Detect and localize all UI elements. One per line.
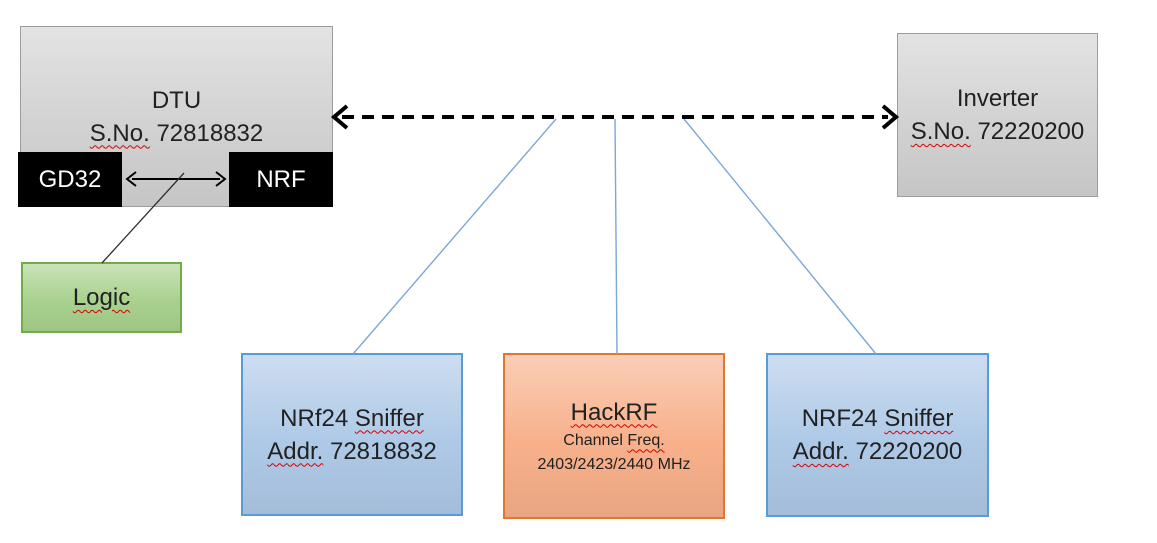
sniffer-left-box: NRf24 Sniffer Addr. 72818832	[241, 353, 463, 516]
dashed-arrowhead-right-icon	[881, 104, 900, 130]
inverter-serial-label: S.No.	[910, 118, 971, 145]
sniffer-right-name: NRF24 Sniffer	[802, 402, 954, 435]
logic-label: Logic	[72, 284, 131, 311]
sniffer-right-name-sq: Sniffer	[884, 405, 954, 432]
inverter-title: Inverter	[956, 85, 1039, 112]
logic-label-line: Logic	[73, 281, 130, 314]
dtu-serial-label: S.No.	[89, 119, 150, 147]
nrf-box: NRF	[229, 152, 333, 207]
hackrf-freq-plain: Channel	[563, 431, 628, 449]
inverter-serial: S.No. 72220200	[911, 115, 1084, 148]
gd32-label: GD32	[38, 166, 102, 193]
sniffer-right-addr: Addr. 72220200	[793, 435, 963, 468]
gd32-box: GD32	[18, 152, 122, 207]
hackrf-connector-line	[614, 118, 618, 355]
hackrf-title: HackRF	[570, 398, 658, 426]
sniffer-right-box: NRF24 Sniffer Addr. 72220200	[766, 353, 989, 517]
dtu-box: DTU S.No. 72818832	[20, 26, 333, 207]
sniffer-left-addr-label: Addr.	[267, 437, 324, 465]
sniffer-left-name-sq: Sniffer	[354, 404, 424, 432]
inverter-box: Inverter S.No. 72220200	[897, 33, 1098, 197]
sniffer-left-addr: Addr. 72818832	[267, 435, 437, 468]
hackrf-channels: 2403/2423/2440 MHz	[537, 455, 691, 473]
inverter-serial-number: 72220200	[970, 118, 1085, 145]
dashed-arrowhead-left-icon	[330, 104, 349, 130]
sniffer-left-addr-number: 72818832	[323, 437, 437, 465]
nrf-label: NRF	[256, 166, 306, 193]
sniffer-right-connector-line	[683, 118, 877, 355]
dtu-serial: S.No. 72818832	[90, 117, 263, 150]
sniffer-left-name: NRf24 Sniffer	[280, 402, 424, 435]
hackrf-box: HackRF Channel Freq. 2403/2423/2440 MHz	[503, 353, 725, 519]
sniffer-left-name-plain: NRf24	[280, 404, 355, 432]
sniffer-right-addr-label: Addr.	[792, 438, 849, 465]
sniffer-left-connector-line	[352, 118, 557, 355]
dtu-title: DTU	[151, 86, 202, 114]
sniffer-right-name-plain: NRF24	[801, 405, 885, 432]
hackrf-freq-sq: Freq.	[627, 431, 665, 449]
hackrf-freq-line: Channel Freq.	[563, 429, 664, 453]
dtu-serial-number: 72818832	[149, 119, 264, 147]
sniffer-right-addr-number: 72220200	[848, 438, 963, 465]
hackrf-title-line: HackRF	[571, 396, 658, 429]
logic-box: Logic	[21, 262, 182, 333]
